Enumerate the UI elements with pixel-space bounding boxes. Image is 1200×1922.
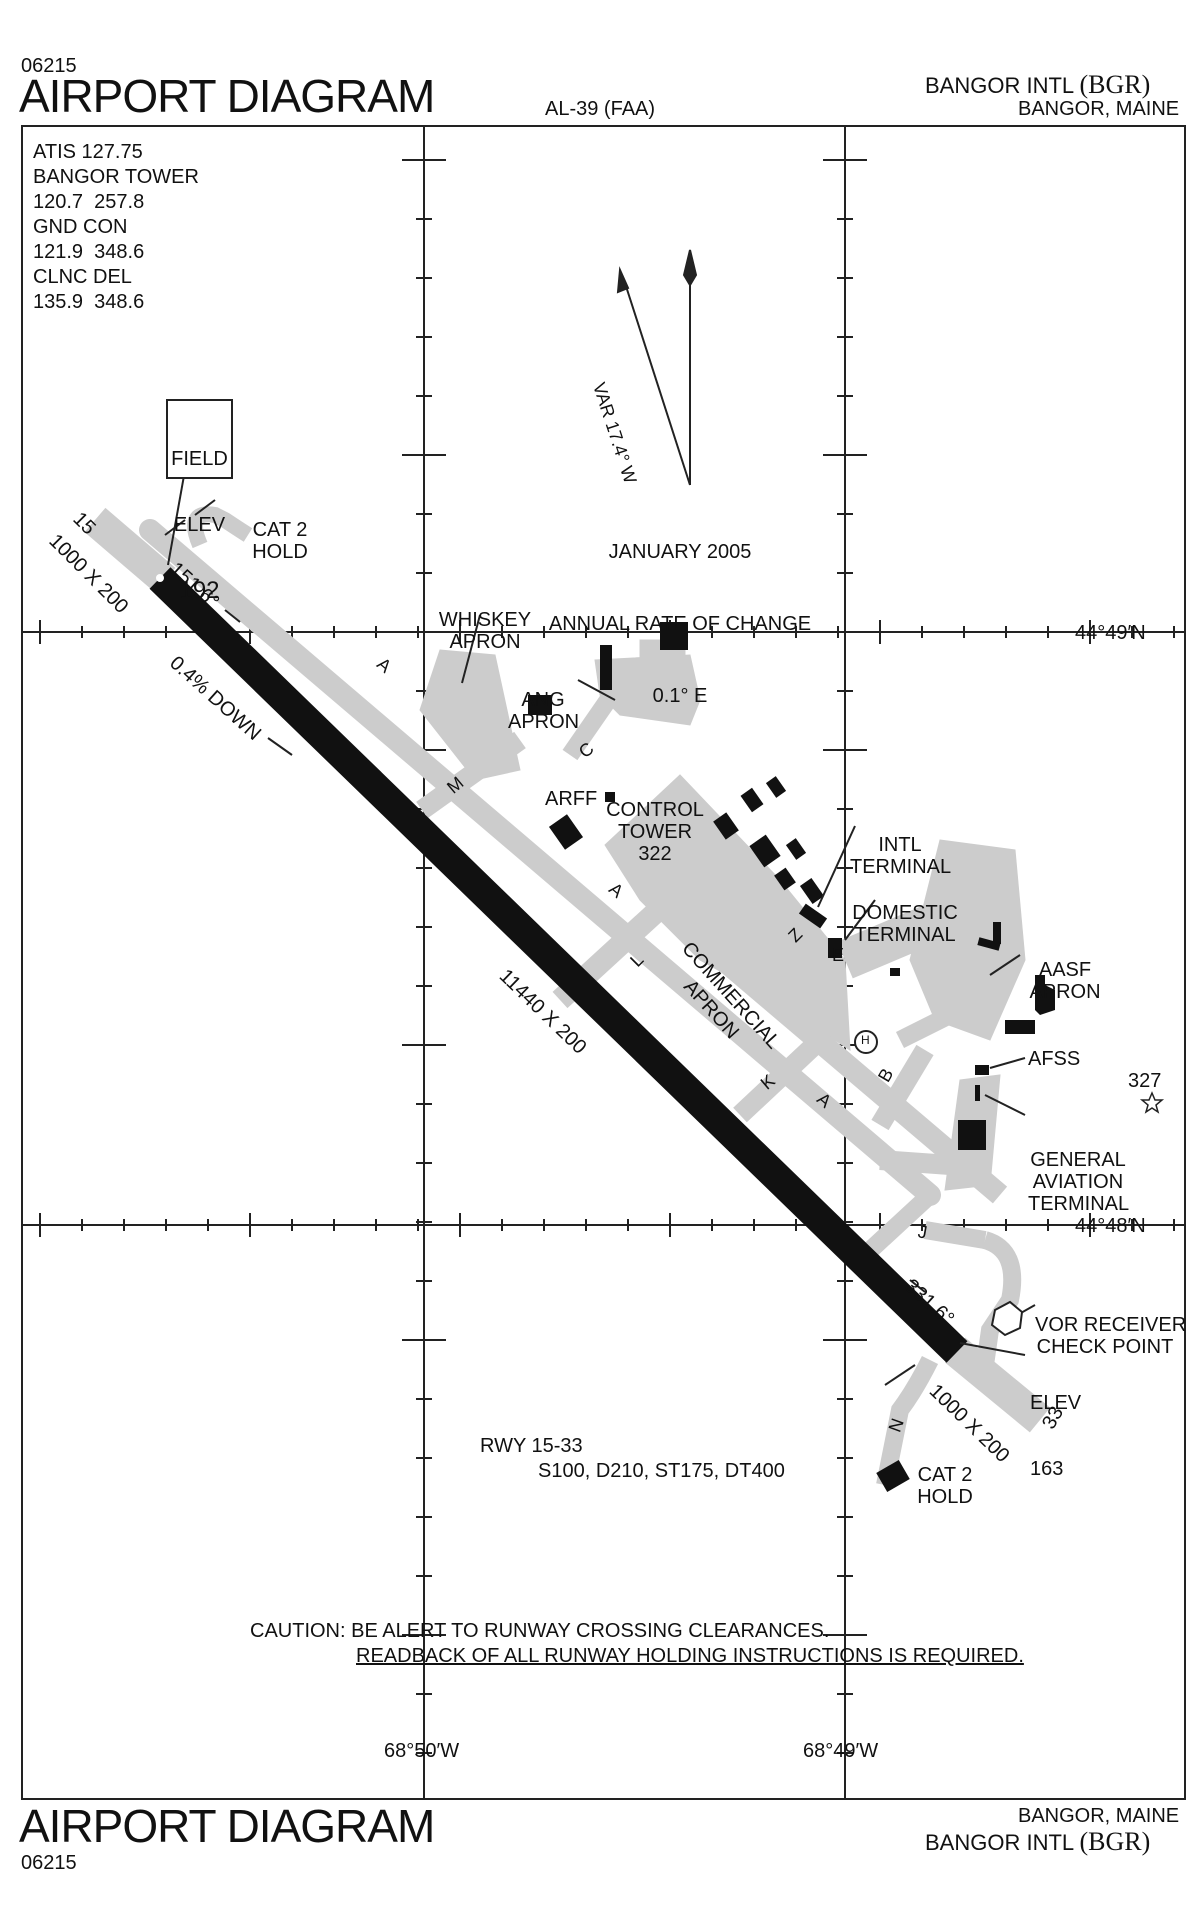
heliport-label: H [861, 1033, 870, 1047]
field-elevation: FIELD ELEV 192 [171, 448, 228, 604]
chart-id: AL-39 (FAA) [545, 98, 656, 120]
runway-15-33 [149, 567, 968, 1363]
taxiway-k [733, 1032, 827, 1123]
domestic-terminal-building [828, 938, 842, 958]
latitude-1: 44°49′N [1075, 622, 1146, 644]
pavement [84, 506, 1051, 1487]
caution-line-1: CAUTION: BE ALERT TO RUNWAY CROSSING CLE… [250, 1620, 830, 1642]
true-north-arrow [682, 249, 698, 287]
taxiway-m [416, 731, 526, 819]
rwy33-overrun [944, 1337, 1051, 1433]
domestic-leader [844, 899, 876, 941]
chart-title-top: AIRPORT DIAGRAM [19, 70, 435, 122]
afss-leader [989, 1057, 1026, 1069]
rwy15-threshold-marker [156, 574, 164, 582]
arff-label: ARFF [545, 788, 598, 810]
mag-info: JANUARY 2005 ANNUAL RATE OF CHANGE 0.1° … [548, 541, 812, 707]
afss-building [975, 1065, 989, 1075]
taxiway-n [876, 1355, 939, 1487]
elev33-leader [959, 1342, 1026, 1356]
chart-title-bottom: AIRPORT DIAGRAM [19, 1800, 435, 1852]
frequency-line: 121.9 348.6 [33, 241, 145, 263]
obstruction-star-icon [1139, 1091, 1165, 1114]
rwy33-elevation: ELEV 163 [1030, 1392, 1082, 1480]
field-elev-box [166, 399, 233, 479]
heliport-icon [854, 1030, 878, 1054]
taxiway-c [562, 684, 623, 761]
cat2-hold-north [187, 506, 253, 549]
building-ang-north [660, 622, 688, 650]
aasf-building [1005, 1020, 1035, 1034]
diagram-frame [21, 125, 1186, 1800]
airport-name-top: BANGOR INTL (BGR) [925, 70, 1151, 99]
ang-leader [577, 679, 616, 701]
rwy15-overrun [84, 507, 176, 593]
aasf-hangar [1035, 975, 1055, 1015]
taxiway-b [871, 1044, 934, 1131]
taxiway-a [139, 519, 941, 1206]
intl-terminal-building [798, 903, 828, 929]
frequency-line: CLNC DEL [33, 266, 132, 288]
whiskey-leader [461, 614, 481, 684]
rwy-strength: S100, D210, ST175, DT400 [538, 1460, 785, 1482]
airport-name-bottom: BANGOR INTL (BGR) [925, 1827, 1151, 1856]
afss-label: AFSS [1028, 1048, 1081, 1070]
ga-leader [984, 1094, 1026, 1116]
longitude-2: 68°49′W [803, 1740, 879, 1762]
rwy-designation: RWY 15-33 [480, 1435, 583, 1457]
field-elev-leader [167, 469, 186, 566]
buildings [528, 622, 1055, 1493]
north-arrows [616, 249, 698, 486]
chart-code-bottom: 06215 [21, 1852, 77, 1874]
aasf-leader [989, 954, 1021, 976]
frequency-line: ATIS 127.75 [33, 141, 143, 163]
frequency-line: 135.9 348.6 [33, 291, 145, 313]
location-top: BANGOR, MAINE [1018, 98, 1180, 120]
longitude-1: 68°50′W [384, 1740, 460, 1762]
frequency-line: 120.7 257.8 [33, 191, 145, 213]
intl-leader [817, 825, 856, 908]
magnetic-north-arrow [616, 266, 630, 294]
taxiway-j [923, 1221, 987, 1249]
magnetic-north-line [623, 279, 691, 486]
obstruction-elev-label: 327 [1128, 1070, 1162, 1092]
south-hold-building [876, 1459, 910, 1493]
ga-terminal-building [958, 1120, 986, 1150]
caution-line-2: READBACK OF ALL RUNWAY HOLDING INSTRUCTI… [356, 1645, 1024, 1667]
latitude-2: 44°48′N [1075, 1215, 1146, 1237]
chart-code-top: 06215 [21, 55, 77, 77]
frequency-line: BANGOR TOWER [33, 166, 199, 188]
apron-connector [837, 901, 948, 979]
taxiway-e-label: E [832, 945, 845, 965]
vor-checkpoint-icon [990, 1300, 1024, 1337]
location-bottom: BANGOR, MAINE [1018, 1805, 1180, 1827]
taxiway-a-south [858, 1188, 937, 1262]
frequency-line: GND CON [33, 216, 128, 238]
aasf-apron [909, 839, 1026, 1041]
